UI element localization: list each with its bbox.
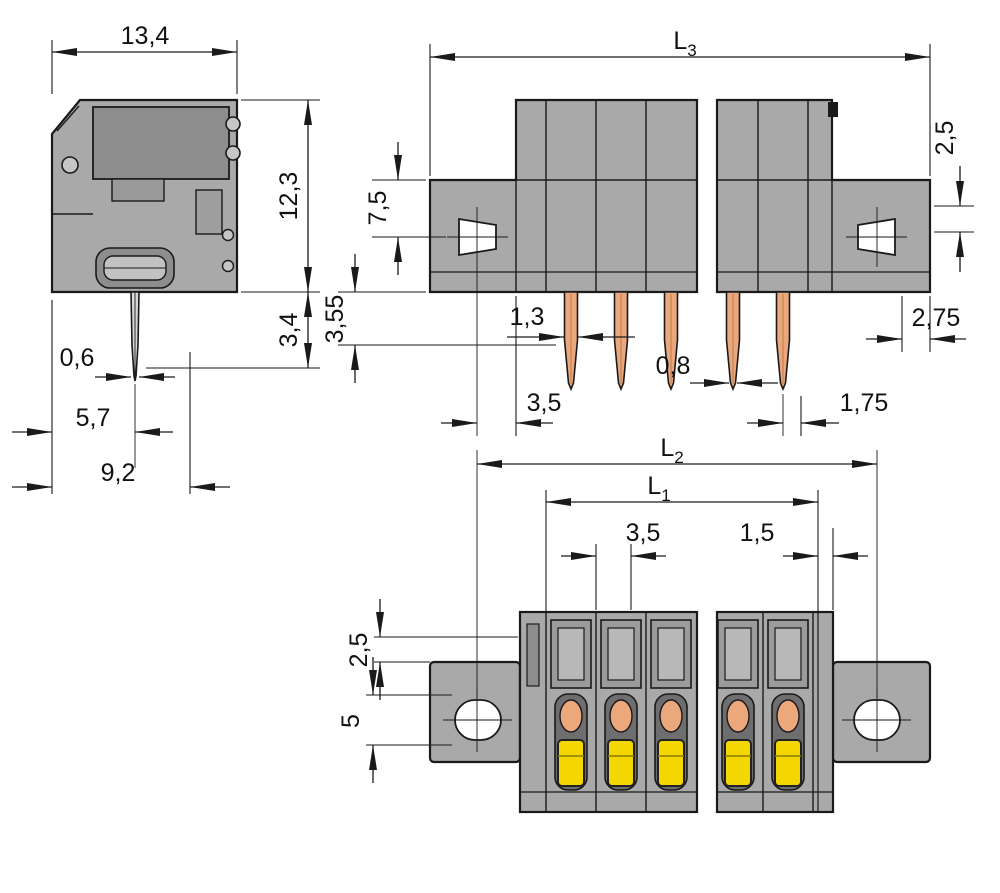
dim-label-front-hole-offset: 3,5 — [527, 389, 562, 417]
dim-side-pin-projection: 3,4 — [275, 292, 312, 368]
side-recess — [195, 189, 223, 235]
dim-side-pin-offset: 5,7 — [12, 300, 191, 494]
housing-left-segment — [428, 98, 699, 294]
dim-front-flange-top: 2,5 — [931, 121, 974, 272]
mounting-hole-top-right — [842, 688, 911, 752]
dim-front-end-offset: 2,75 — [866, 296, 966, 352]
conductor-entry-recess — [92, 106, 230, 180]
solder-pin — [775, 291, 791, 390]
dim-label-front-pin-thickness: 1,3 — [510, 303, 545, 331]
mounting-hole-front-right — [846, 207, 907, 267]
mounting-hole-front-left — [447, 207, 508, 267]
dim-side-depth: 9,2 — [12, 459, 230, 491]
terminal-module — [650, 619, 692, 791]
dim-label-front-pin-tip: 0,8 — [656, 352, 691, 380]
dim-label-front-end-offset: 2,75 — [912, 304, 961, 332]
dim-label-side-pin-width: 0,6 — [60, 344, 95, 372]
top-view: L2 L1 3,5 1,5 2,5 — [337, 434, 932, 814]
dim-front-pin-end: 1,75 — [747, 389, 888, 436]
solder-pin — [613, 291, 629, 390]
lever-slot — [111, 178, 165, 202]
dim-top-hole-size: 5 — [337, 657, 452, 783]
dim-front-pin-tip: 0,8 — [656, 352, 778, 387]
dim-side-width: 13,4 — [51, 22, 238, 94]
molding-hole — [225, 145, 241, 161]
dim-label-side-depth: 9,2 — [101, 459, 136, 487]
molding-hole — [221, 228, 235, 242]
dim-top-module-span: L1 — [545, 472, 819, 614]
dim-label-front-hole-height: 7,5 — [364, 191, 392, 226]
dim-label-top-module-span: L1 — [647, 472, 670, 505]
dim-label-front-pin-end: 1,75 — [840, 389, 889, 417]
dim-top-hole-span: L2 — [476, 434, 878, 698]
solder-pin — [563, 291, 579, 390]
side-view-housing — [50, 98, 241, 382]
terminal-module — [550, 619, 592, 791]
end-wall-slot — [526, 623, 540, 687]
dim-front-hole-height: 7,5 — [364, 142, 446, 275]
terminal-module — [767, 619, 809, 791]
front-view: L3 2,5 7,5 3,55 1,3 — [321, 27, 974, 436]
terminal-module — [600, 619, 642, 791]
top-view-housing — [428, 610, 932, 814]
latch-hook — [828, 102, 838, 117]
dim-side-height: 12,3 — [146, 99, 320, 369]
dim-top-opening: 3,5 — [561, 519, 666, 610]
dim-label-front-flange-top: 2,5 — [931, 121, 959, 156]
dim-label-top-hole-span: L2 — [660, 434, 683, 467]
dim-label-front-pin-shoulder: 3,55 — [321, 295, 349, 344]
dim-front-pin-thickness: 1,3 — [507, 303, 635, 341]
dim-top-edge-offset: 2,5 — [345, 599, 518, 700]
dim-side-pin-width: 0,6 — [60, 344, 175, 381]
molding-hole — [221, 259, 235, 273]
dim-label-side-height: 12,3 — [275, 172, 303, 221]
dim-label-top-edge-offset: 2,5 — [345, 633, 373, 668]
dim-top-end-wall: 1,5 — [740, 519, 868, 610]
dim-label-top-end-wall: 1,5 — [740, 519, 775, 547]
dim-label-top-hole-size: 5 — [337, 714, 365, 728]
housing-right-segment — [715, 98, 932, 294]
side-view: 13,4 12,3 3,4 0,6 5,7 — [12, 22, 320, 494]
dim-label-top-opening: 3,5 — [626, 519, 661, 547]
dim-front-length: L3 — [429, 27, 931, 176]
terminal-module — [717, 619, 759, 791]
dim-label-side-pin-projection: 3,4 — [275, 313, 303, 348]
front-view-housing — [428, 98, 932, 390]
dim-label-side-pin-offset: 5,7 — [76, 404, 111, 432]
dim-front-pin-shoulder: 3,55 — [321, 254, 556, 383]
molding-hole — [225, 116, 241, 132]
molding-hole — [61, 156, 79, 174]
dim-front-hole-offset: 3,5 — [441, 267, 561, 436]
dim-label-front-length: L3 — [673, 27, 696, 60]
solder-pin — [725, 291, 741, 390]
mounting-hole-top-left — [443, 688, 512, 752]
dim-label-side-width: 13,4 — [121, 22, 170, 50]
